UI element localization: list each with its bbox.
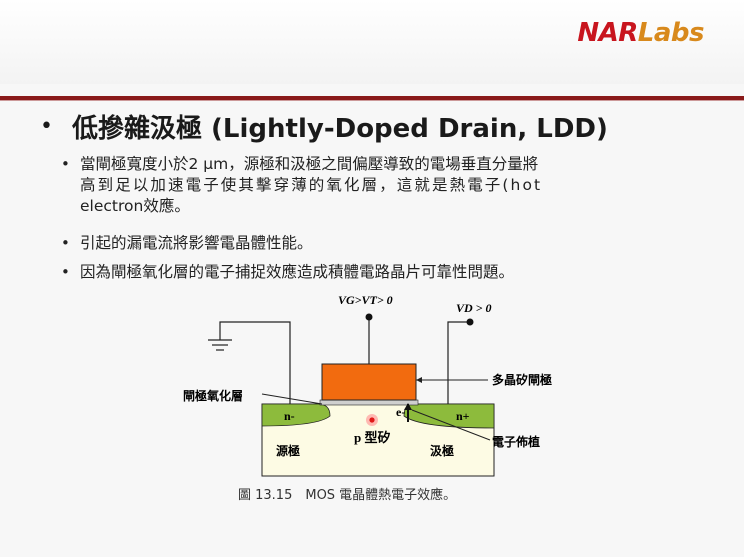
bullet-marker: • bbox=[61, 234, 70, 252]
gate-oxide bbox=[319, 399, 419, 406]
substrate-label: p 型矽 bbox=[354, 430, 390, 445]
bullet-3-line-1: 因為閘極氧化層的電子捕捉效應造成積體電路晶片可靠性問題。 bbox=[80, 263, 515, 281]
title-divider-shadow bbox=[0, 100, 744, 101]
hot-electron-dot-glow bbox=[366, 414, 378, 426]
electron-label: e- bbox=[396, 405, 405, 419]
drain-wire bbox=[447, 321, 470, 404]
bullet-item-1: • 當閘極寬度小於2 μm，源極和汲極之間偏壓導致的電場垂直分量將 高到足以加速… bbox=[61, 154, 543, 217]
slide-header bbox=[0, 0, 744, 84]
source-wire bbox=[219, 321, 291, 404]
trap-label: 電子佈植 bbox=[492, 434, 540, 449]
vg-label: VG>VT> 0 bbox=[338, 293, 393, 307]
bullet-1-line-3: electron效應。 bbox=[80, 197, 190, 215]
gate-label: 多晶矽閘極 bbox=[492, 372, 552, 387]
source-n-region bbox=[261, 403, 331, 427]
drain-label: 汲極 bbox=[430, 443, 454, 458]
logo-nar: NAR bbox=[577, 18, 638, 48]
figure-caption: 圖 13.15 MOS 電晶體熱電子效應。 bbox=[238, 488, 457, 503]
trap-label-pointer bbox=[411, 409, 491, 441]
bullet-marker: • bbox=[61, 263, 70, 281]
bullet-item-3: • 因為閘極氧化層的電子捕捉效應造成積體電路晶片可靠性問題。 bbox=[61, 262, 515, 283]
drain-n-region bbox=[403, 403, 495, 429]
title-divider bbox=[0, 96, 744, 100]
vd-label: VD > 0 bbox=[456, 301, 492, 315]
oxide-label-pointer bbox=[261, 393, 323, 405]
title-bullet: • bbox=[40, 114, 53, 139]
oxide-label: 閘極氧化層 bbox=[183, 388, 243, 403]
bullet-item-2: • 引起的漏電流將影響電晶體性能。 bbox=[61, 233, 313, 254]
hot-electron-dot bbox=[369, 417, 375, 423]
drain-terminal bbox=[466, 318, 474, 326]
p-substrate bbox=[261, 403, 495, 477]
poly-gate bbox=[321, 363, 417, 401]
n-minus-label: n- bbox=[284, 409, 295, 423]
slide-title: 低摻雜汲極 (Lightly-Doped Drain, LDD) bbox=[72, 114, 608, 144]
n-plus-label: n+ bbox=[456, 409, 470, 423]
bullet-2-line-1: 引起的漏電流將影響電晶體性能。 bbox=[80, 234, 313, 252]
bullet-1-line-1: 當閘極寬度小於2 μm，源極和汲極之間偏壓導致的電場垂直分量將 bbox=[80, 155, 539, 173]
logo-labs: Labs bbox=[637, 18, 705, 48]
bullet-marker: • bbox=[61, 155, 70, 173]
narlabs-logo: NARLabs bbox=[577, 18, 704, 48]
source-label: 源極 bbox=[276, 443, 300, 458]
gate-terminal bbox=[365, 313, 373, 321]
bullet-1-line-2: 高到足以加速電子使其擊穿薄的氧化層，這就是熱電子(hot bbox=[80, 176, 543, 194]
